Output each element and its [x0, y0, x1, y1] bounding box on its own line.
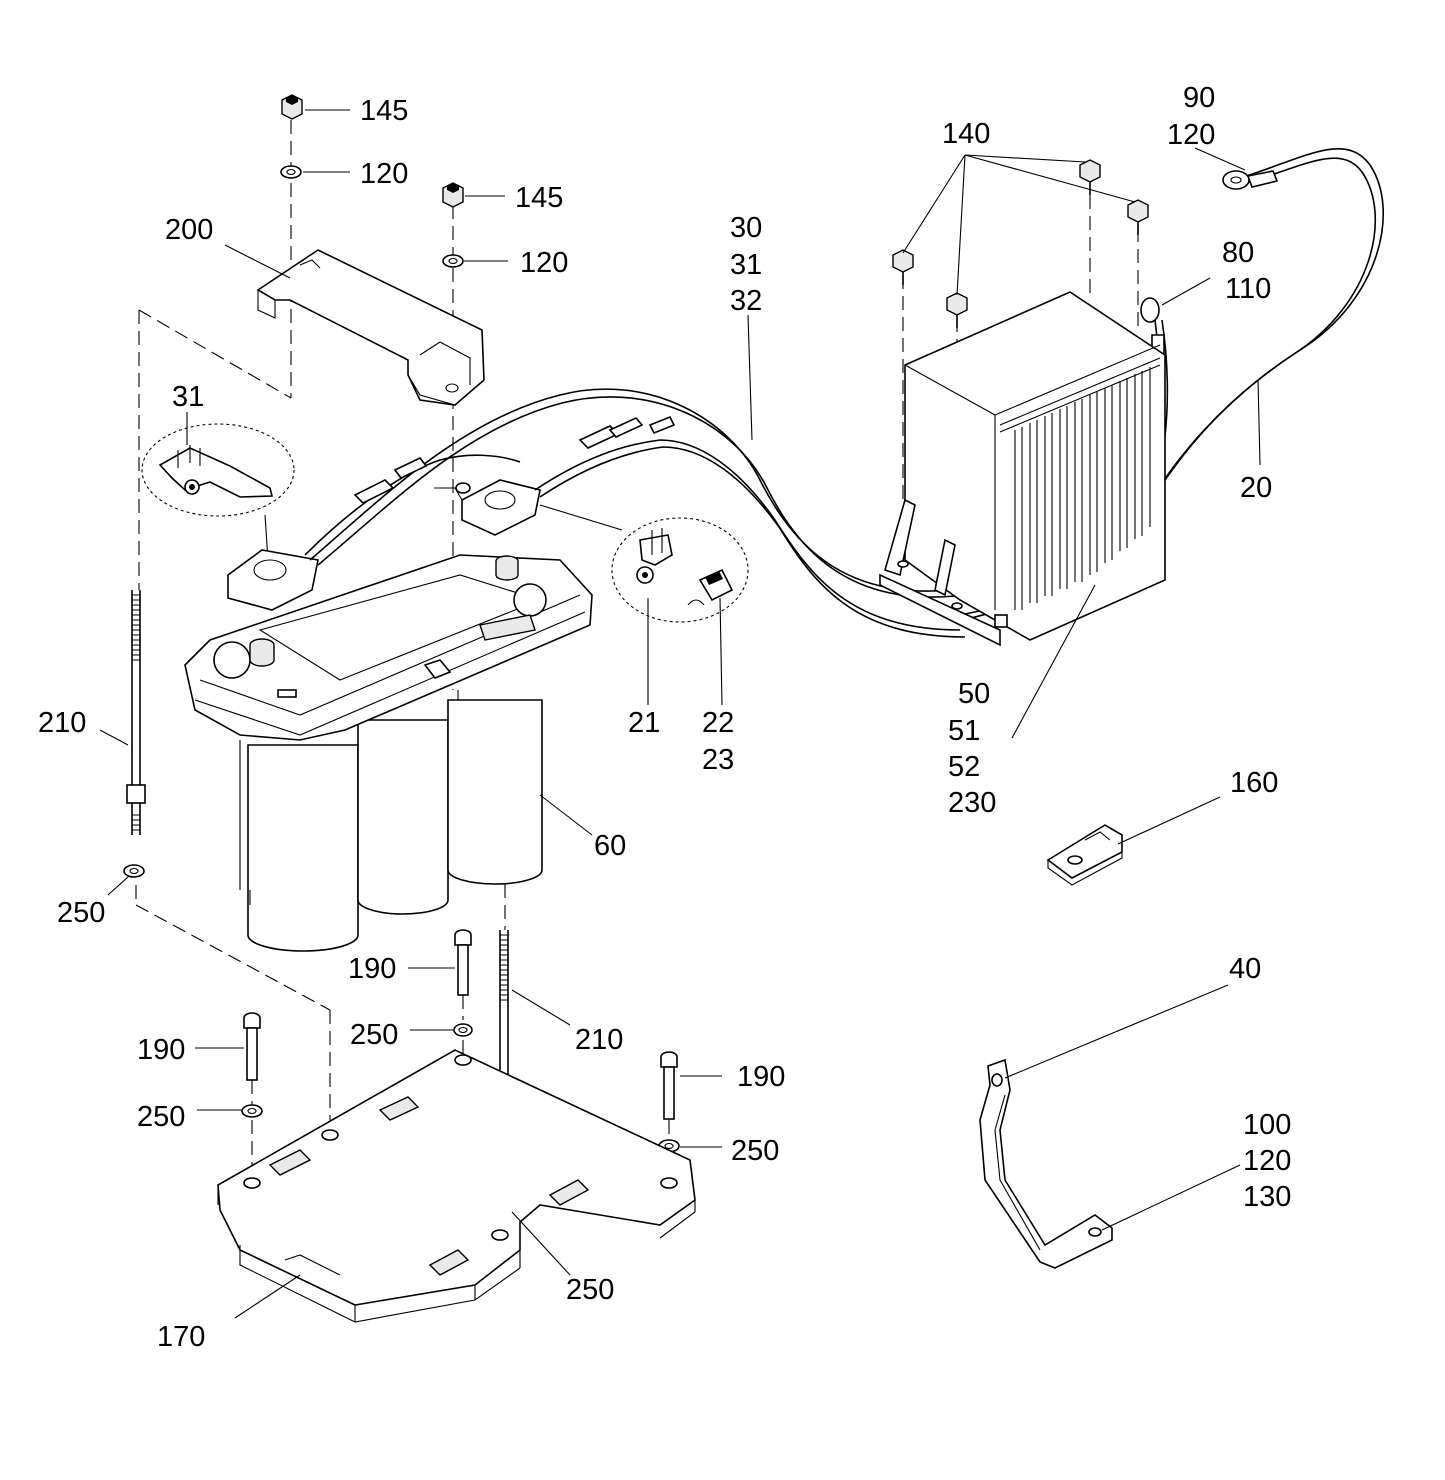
washer-250-left	[123, 864, 145, 878]
callout-100-120-130: 100 120 130	[1243, 1109, 1299, 1213]
bolt-190-top	[454, 929, 472, 996]
wire-harness-30	[304, 388, 966, 638]
callout-190: 190	[137, 1034, 185, 1066]
callout-21: 21	[628, 707, 660, 739]
callout-120: 120	[360, 158, 408, 190]
callout-210: 210	[575, 1024, 623, 1056]
callout-20: 20	[1240, 472, 1272, 504]
bolt-190-left	[243, 1012, 261, 1081]
callout-250: 250	[566, 1274, 614, 1306]
washer-120-right	[442, 254, 464, 268]
callout-250: 250	[350, 1019, 398, 1051]
callout-30-31-32: 30 31 32	[730, 212, 770, 317]
bolt-190-right	[660, 1051, 678, 1120]
battery-60	[184, 554, 593, 952]
callout-250: 250	[137, 1101, 185, 1133]
callout-250: 250	[57, 897, 105, 929]
washer-250-top	[453, 1023, 473, 1037]
callout-labels: 145 120 145 120 200 31 30 31 32 140 90 1…	[38, 82, 1299, 1353]
callout-31: 31	[172, 381, 204, 413]
terminal-detail-31	[141, 412, 295, 561]
bolts-140	[892, 159, 1149, 328]
base-plate-170	[217, 1049, 696, 1323]
callout-60: 60	[594, 830, 626, 862]
callout-190: 190	[737, 1061, 785, 1093]
nut-145-right	[442, 182, 464, 208]
callout-40: 40	[1229, 953, 1261, 985]
battery-terminal-boot-right	[461, 479, 541, 536]
leader-lines	[99, 109, 1261, 1319]
callout-50-51-52-230: 50 51 52 230	[948, 678, 998, 819]
stud-210-left	[126, 590, 146, 835]
strap-40	[979, 1058, 1113, 1269]
terminal-cover-200	[256, 249, 485, 406]
washer-250-left-plate	[241, 1104, 263, 1118]
battery-terminal-boot-left	[227, 549, 319, 611]
washer-120-left	[280, 165, 302, 179]
callout-160: 160	[1230, 767, 1278, 799]
callout-190: 190	[348, 953, 396, 985]
callout-90-120: 90 120	[1167, 82, 1223, 151]
callout-210: 210	[38, 707, 86, 739]
callout-145: 145	[360, 95, 408, 127]
callout-80-110: 80 110	[1222, 237, 1271, 305]
callout-170: 170	[157, 1321, 205, 1353]
nut-145-left	[281, 94, 303, 120]
controller-50	[879, 291, 1166, 647]
bracket-160	[1046, 824, 1123, 886]
callout-140: 140	[942, 118, 990, 150]
terminal-detail-21-22	[539, 504, 749, 623]
callout-22-23: 22 23	[702, 707, 742, 776]
callout-145: 145	[515, 182, 563, 214]
callout-250: 250	[731, 1135, 779, 1167]
callout-200: 200	[165, 214, 213, 246]
callout-120: 120	[520, 247, 568, 279]
